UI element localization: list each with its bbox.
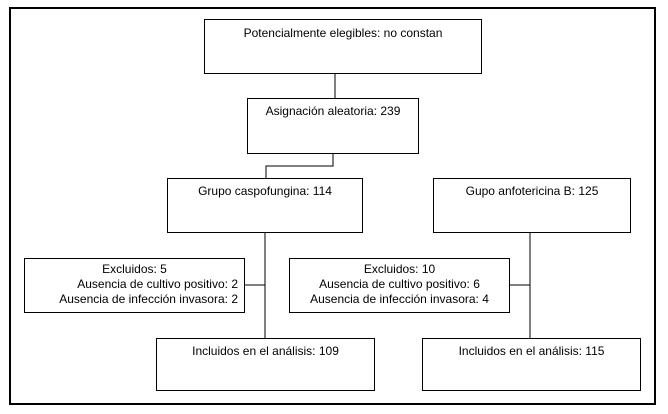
randomized-label: Asignación aleatoria: 239	[265, 104, 401, 118]
caspofungin-group-label: Grupo caspofungina: 114	[198, 184, 332, 198]
caspofungin-analyzed-label: Incluidos en el análisis: 109	[192, 344, 339, 358]
caspofungin-excluded-reason: Ausencia de infección invasora: 2	[59, 292, 238, 306]
amphotericin-analyzed-label: Incluidos en el análisis: 115	[458, 344, 605, 358]
diagram-frame	[9, 7, 656, 405]
caspofungin-analyzed-box: Incluidos en el análisis: 109	[156, 338, 375, 391]
amphotericin-excluded-title: Excluidos: 10	[363, 262, 436, 276]
caspofungin-excluded-title: Excluidos: 5	[102, 262, 167, 276]
caspofungin-group-box: Grupo caspofungina: 114	[167, 178, 363, 233]
connector-randomized-to-caspofungin	[265, 153, 334, 179]
amphotericin-excluded-box: Excluidos: 10 Ausencia de cultivo positi…	[289, 258, 510, 313]
amphotericin-group-box: Gupo anfotericina B: 125	[433, 178, 631, 233]
caspofungin-excluded-reason: Ausencia de cultivo positivo: 2	[77, 277, 238, 291]
amphotericin-excluded-reason: Ausencia de cultivo positivo: 6	[319, 277, 480, 291]
amphotericin-excluded-reason: Ausencia de infección invasora: 4	[310, 292, 489, 306]
randomized-box: Asignación aleatoria: 239	[247, 98, 419, 154]
caspofungin-excluded-box: Excluidos: 5 Ausencia de cultivo positiv…	[24, 258, 245, 313]
eligible-box: Potencialmente elegibles: no constan	[204, 19, 482, 74]
amphotericin-analyzed-box: Incluidos en el análisis: 115	[422, 338, 641, 391]
amphotericin-group-label: Gupo anfotericina B: 125	[465, 184, 599, 198]
eligible-label: Potencialmente elegibles: no constan	[243, 26, 443, 40]
